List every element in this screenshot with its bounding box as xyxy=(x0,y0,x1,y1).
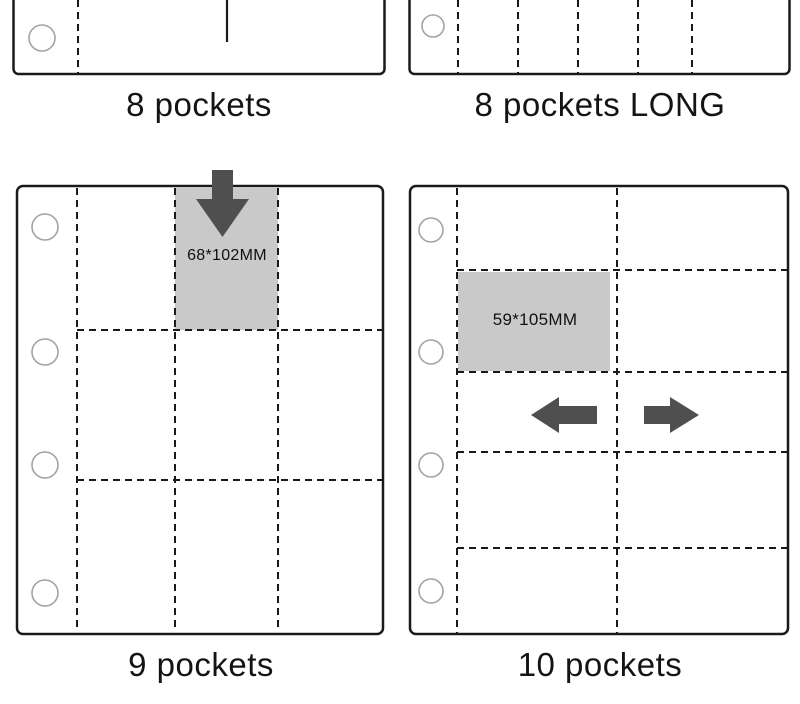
binder-hole xyxy=(31,213,59,241)
card-size-label-9-pockets: 68*102MM xyxy=(187,247,267,264)
right-arrow-icon xyxy=(644,397,699,433)
page-outline xyxy=(12,0,386,76)
binder-hole xyxy=(31,451,59,479)
binder-hole xyxy=(418,217,444,243)
binder-hole xyxy=(31,579,59,607)
pocket-grid-lines xyxy=(457,0,693,73)
page-8-pockets xyxy=(12,0,386,76)
page-outline xyxy=(408,184,790,636)
page-9-pockets xyxy=(15,170,385,636)
left-arrow-icon xyxy=(531,397,597,433)
caption-9-pockets: 9 pockets xyxy=(128,646,274,683)
binder-hole xyxy=(31,338,59,366)
binder-hole xyxy=(418,339,444,365)
down-arrow-icon xyxy=(196,170,249,237)
card-size-label-10-pockets: 59*105MM xyxy=(492,310,578,329)
binder-hole xyxy=(418,452,444,478)
sample-card xyxy=(458,272,610,371)
page-outline xyxy=(15,184,385,636)
caption-8-pockets: 8 pockets xyxy=(126,86,272,123)
pocket-grid-lines xyxy=(457,188,787,633)
binder-hole xyxy=(421,14,445,38)
page-8-pockets-long xyxy=(408,0,791,76)
page-10-pockets xyxy=(408,184,790,636)
binder-hole xyxy=(418,578,444,604)
caption-10-pockets: 10 pockets xyxy=(517,646,683,683)
page-outline xyxy=(408,0,791,76)
binder-hole xyxy=(28,24,56,52)
caption-8-pockets-long: 8 pockets LONG xyxy=(474,86,726,123)
pocket-grid-lines xyxy=(77,188,382,632)
